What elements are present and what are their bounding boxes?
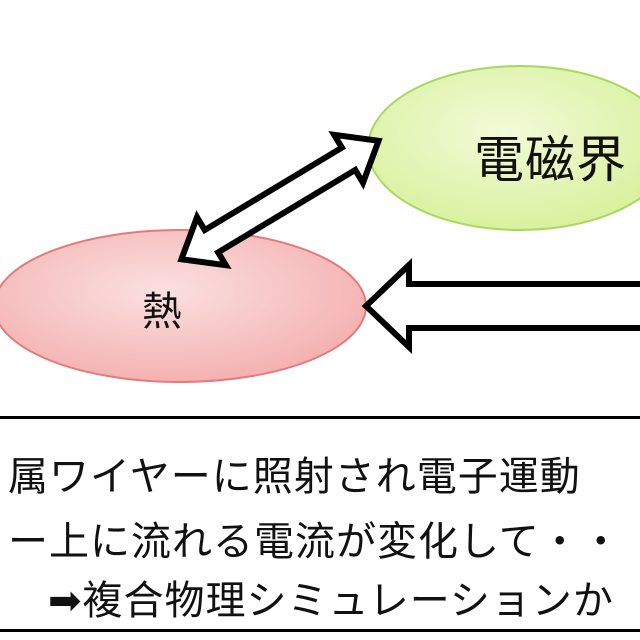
explanation-line-2: ー上に流れる電流が変化して・・ (8, 519, 622, 565)
explanation-text-box (0, 416, 640, 632)
explanation-line-3: ➡複合物理シミュレーションか (48, 578, 614, 624)
emag-node-label: 電磁界 (474, 131, 627, 189)
heat-node-label: 熱 (142, 289, 182, 335)
explanation-line-1: 属ワイヤーに照射され電子運動 (8, 454, 581, 500)
incoming-arrow (361, 257, 640, 355)
bidirectional-arrow (177, 130, 383, 270)
